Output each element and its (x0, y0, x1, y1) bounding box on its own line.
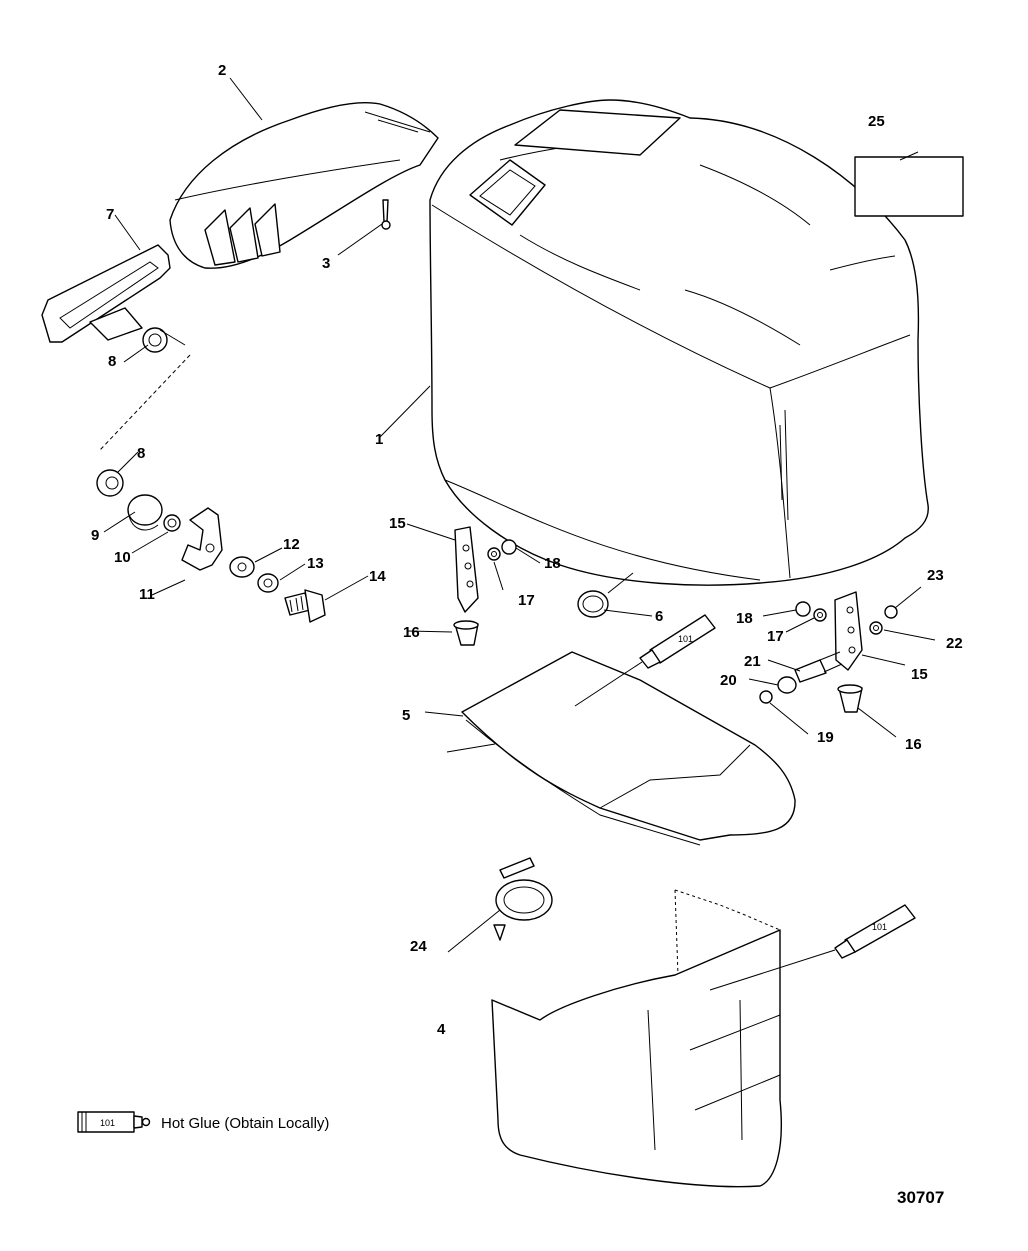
legend: 101 Hot Glue (Obtain Locally) (77, 1111, 329, 1133)
latch-hook-11 (181, 507, 223, 571)
callout-17-right: 17 (767, 628, 784, 645)
callout-18-right: 18 (736, 610, 753, 627)
decal-25 (854, 156, 964, 217)
bolt-14 (284, 589, 326, 623)
glue-tube-lower: 101 (834, 904, 916, 959)
callout-1: 1 (375, 431, 383, 448)
callout-7: 7 (106, 206, 114, 223)
leader-lines (103, 77, 936, 991)
washer-22 (869, 621, 883, 635)
top-cover-cap (169, 101, 439, 269)
callout-9: 9 (91, 527, 99, 544)
legend-tube-label: 101 (100, 1118, 115, 1128)
callout-labels: 1 2 3 4 5 6 7 8 8 9 10 11 12 13 14 15 15… (91, 62, 963, 1038)
callout-23: 23 (927, 567, 944, 584)
handle (41, 244, 171, 343)
callout-8-lower: 8 (137, 445, 145, 462)
plug-16-right (837, 684, 863, 713)
callout-16-right: 16 (905, 736, 922, 753)
callout-17-left: 17 (518, 592, 535, 609)
glue-tube-upper: 101 (639, 614, 716, 669)
callout-25: 25 (868, 113, 885, 130)
bracket-15-left (454, 526, 479, 613)
callout-5: 5 (402, 707, 410, 724)
callout-15-left: 15 (389, 515, 406, 532)
callout-19: 19 (817, 729, 834, 746)
callout-2: 2 (218, 62, 226, 79)
cable-clamp-24 (493, 857, 553, 941)
top-cowl (429, 99, 929, 586)
callout-18-left: 18 (544, 555, 561, 572)
screw-3 (381, 199, 391, 230)
callout-12: 12 (283, 536, 300, 553)
callout-24: 24 (410, 938, 427, 955)
callout-14: 14 (369, 568, 386, 585)
bracket-15-right (834, 591, 863, 671)
plug-6 (577, 590, 609, 618)
callout-10: 10 (114, 549, 131, 566)
callout-3: 3 (322, 255, 330, 272)
nut-19 (759, 690, 773, 704)
legend-text: Hot Glue (Obtain Locally) (161, 1115, 329, 1132)
nut-18-right (795, 601, 811, 617)
callout-4: 4 (437, 1021, 446, 1038)
nut-23 (884, 605, 898, 619)
plug-16-left (453, 620, 479, 646)
callout-21: 21 (744, 653, 761, 670)
callout-16-left: 16 (403, 624, 420, 641)
pad-5 (461, 651, 796, 846)
stud-21 (794, 651, 843, 683)
grommet-8-lower (96, 469, 124, 497)
spacer-9 (127, 494, 163, 531)
figure-number: 30707 (897, 1188, 944, 1207)
grommet-8-upper (142, 327, 186, 353)
callout-15-right: 15 (911, 666, 928, 683)
callout-13: 13 (307, 555, 324, 572)
callout-11: 11 (139, 586, 155, 603)
lower-panel-4 (491, 889, 782, 1188)
washer-10 (163, 514, 181, 532)
tube-label-lower: 101 (872, 922, 887, 932)
spacer-20 (777, 676, 797, 694)
legend-glue-tube-icon (77, 1111, 135, 1133)
callout-6: 6 (655, 608, 663, 625)
tube-label-upper: 101 (678, 634, 693, 644)
callout-22: 22 (946, 635, 963, 652)
washer-12 (229, 556, 255, 578)
callout-8-upper: 8 (108, 353, 116, 370)
callout-20: 20 (720, 672, 737, 689)
nut-13 (257, 573, 279, 593)
washer-17-right (813, 608, 827, 622)
washer-17-left (487, 547, 501, 561)
nut-18-left (501, 539, 517, 555)
